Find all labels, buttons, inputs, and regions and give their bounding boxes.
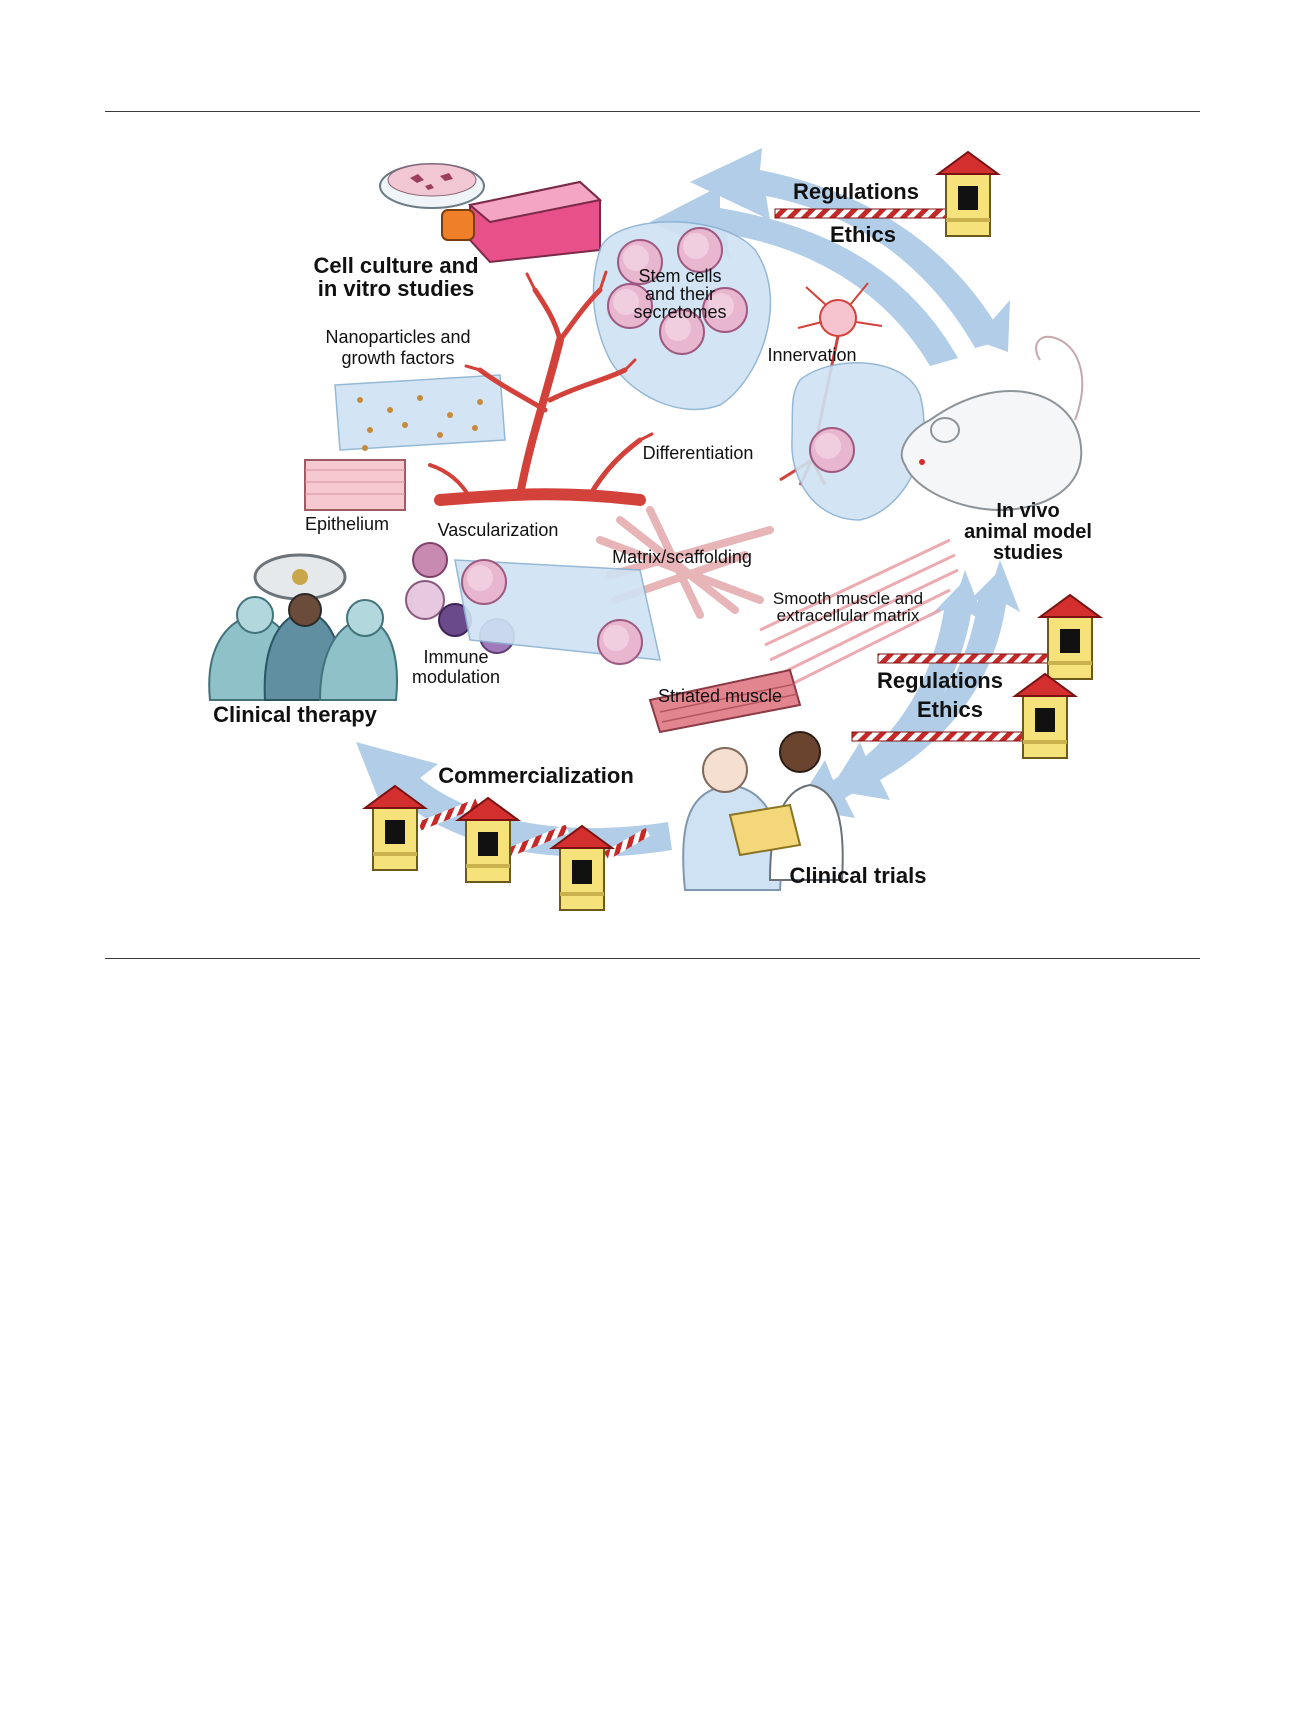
immune-modulation-label-line1: Immune bbox=[423, 647, 488, 667]
regulation-gate-right-upper bbox=[877, 594, 1101, 680]
nanoparticle-scaffold bbox=[334, 374, 506, 451]
clinical-trials-label: Clinical trials bbox=[790, 863, 927, 888]
culture-flask-icon bbox=[441, 180, 603, 264]
smooth-muscle-label-line2: extracellular matrix bbox=[777, 606, 920, 625]
regulations-label-top: Regulations bbox=[793, 179, 919, 204]
nanoparticles-label-line1: Nanoparticles and bbox=[325, 327, 470, 347]
regulations-label-right: Regulations bbox=[877, 668, 1003, 693]
immune-modulation-label-line2: modulation bbox=[412, 667, 500, 687]
ethics-label-top: Ethics bbox=[830, 222, 896, 247]
commercialization-label: Commercialization bbox=[438, 763, 634, 788]
epithelium-label: Epithelium bbox=[305, 514, 389, 534]
regulation-gate-right-lower bbox=[851, 673, 1076, 759]
innervation-cell-cluster bbox=[791, 362, 925, 521]
bottom-divider bbox=[105, 958, 1200, 959]
epithelium-block bbox=[304, 459, 406, 511]
regulation-gate-top bbox=[774, 151, 999, 237]
in-vivo-label-line2: animal model bbox=[964, 521, 1092, 543]
in-vivo-label-line3: studies bbox=[993, 542, 1063, 564]
in-vivo-label-line1: In vivo bbox=[996, 500, 1059, 522]
striated-muscle-bundle bbox=[648, 668, 802, 734]
bottom-cell-scaffold bbox=[454, 559, 661, 665]
arrow-bottom bbox=[356, 742, 672, 857]
innervation-label: Innervation bbox=[767, 345, 856, 365]
ethics-label-right: Ethics bbox=[917, 697, 983, 722]
matrix-scaffold-fibers bbox=[596, 506, 774, 619]
stem-cells-label-line1: Stem cells bbox=[638, 266, 721, 286]
stem-cells-label-line2: and their bbox=[645, 284, 715, 304]
petri-dish-icon bbox=[379, 163, 485, 209]
blood-vessel-tree bbox=[428, 270, 654, 506]
nanoparticles-label-line2: growth factors bbox=[341, 348, 454, 368]
smooth-muscle-label-line1: Smooth muscle and bbox=[773, 589, 923, 608]
surgical-lamp-icon bbox=[253, 553, 347, 601]
striated-muscle-label: Striated muscle bbox=[658, 686, 782, 706]
diagram-labels: Cell culture and in vitro studies Stem c… bbox=[213, 179, 1092, 888]
vascularization-label: Vascularization bbox=[438, 520, 559, 540]
mouse-icon bbox=[900, 335, 1084, 512]
clinical-therapy-label: Clinical therapy bbox=[213, 702, 378, 727]
commercialization-gates bbox=[364, 785, 651, 911]
matrix-scaffolding-label: Matrix/scaffolding bbox=[612, 547, 752, 567]
cell-culture-label-line2: in vitro studies bbox=[318, 276, 474, 301]
differentiation-label: Differentiation bbox=[643, 443, 754, 463]
top-divider bbox=[105, 111, 1200, 112]
smooth-muscle-fibers bbox=[759, 538, 959, 687]
stem-cells-label-line3: secretomes bbox=[633, 302, 726, 322]
stem-cell-cluster bbox=[592, 221, 772, 411]
surgeons-icon bbox=[208, 593, 398, 701]
cell-culture-label-line1: Cell culture and bbox=[313, 253, 478, 278]
patient-and-doctor-icon bbox=[682, 731, 844, 891]
